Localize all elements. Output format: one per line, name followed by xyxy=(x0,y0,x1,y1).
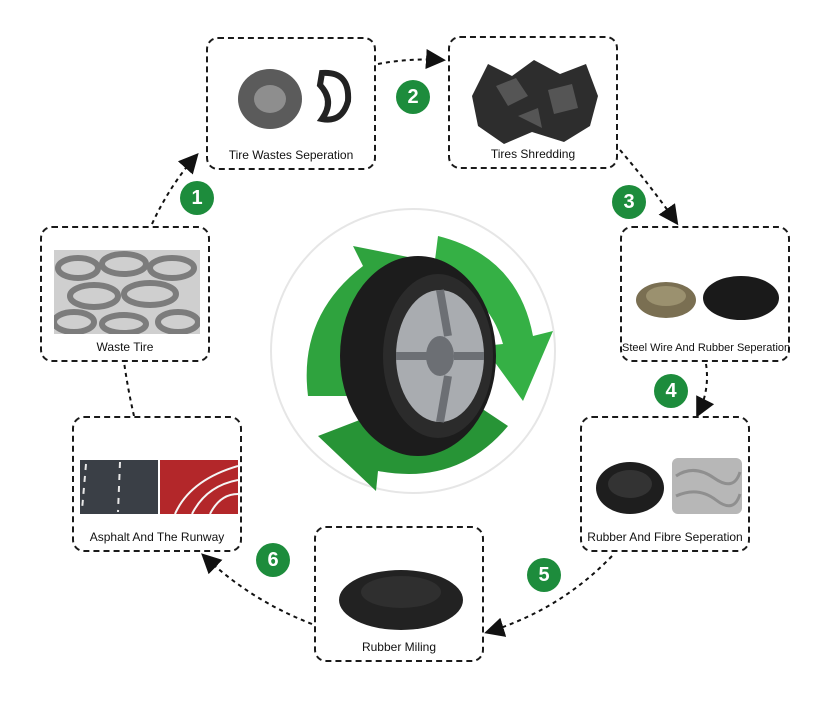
step-badge-4: 4 xyxy=(654,374,688,408)
rubber-powder-image xyxy=(330,552,472,636)
arrow-asphalt-to-waste xyxy=(124,362,134,416)
step-badge-5: 5 xyxy=(527,558,561,592)
separated-tire-image xyxy=(230,61,356,133)
tire-icon xyxy=(340,256,496,456)
step-steel-wire-rubber-separation: Steel Wire And Rubber Seperation xyxy=(620,226,790,362)
step-5-label: Rubber Miling xyxy=(316,640,482,654)
waste-tire-pile-image xyxy=(54,250,200,334)
shredded-rubber-image xyxy=(468,56,602,146)
step-tire-wastes-separation: Tire Wastes Seperation xyxy=(206,37,376,170)
step-rubber-miling: Rubber Miling xyxy=(314,526,484,662)
step-3-label: Steel Wire And Rubber Seperation xyxy=(622,342,788,354)
step-1-label: Tire Wastes Seperation xyxy=(208,148,374,162)
step-4-label: Rubber And Fibre Seperation xyxy=(582,530,748,544)
step-badge-6: 6 xyxy=(256,543,290,577)
step-badge-3: 3 xyxy=(612,185,646,219)
waste-tire-label: Waste Tire xyxy=(42,340,208,354)
asphalt-runway-image xyxy=(80,460,238,514)
step-waste-tire: Waste Tire xyxy=(40,226,210,362)
arrow-steel-to-fibre xyxy=(698,364,707,414)
steel-and-rubber-image xyxy=(636,268,780,324)
arrow-separation-to-shredding xyxy=(378,60,442,65)
step-6-label: Asphalt And The Runway xyxy=(74,530,240,544)
rubber-and-fibre-image xyxy=(594,456,744,516)
step-asphalt-runway: Asphalt And The Runway xyxy=(72,416,242,552)
step-tires-shredding: Tires Shredding xyxy=(448,36,618,169)
step-2-label: Tires Shredding xyxy=(450,147,616,161)
step-badge-2: 2 xyxy=(396,80,430,114)
step-rubber-fibre-separation: Rubber And Fibre Seperation xyxy=(580,416,750,552)
step-badge-1: 1 xyxy=(180,181,214,215)
recycle-tire-emblem xyxy=(268,206,558,496)
